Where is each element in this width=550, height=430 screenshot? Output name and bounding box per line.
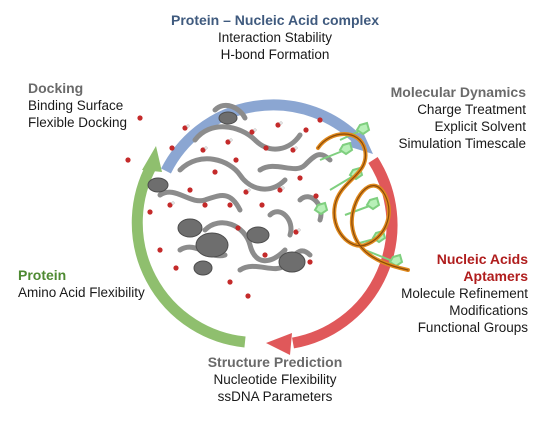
aptamer-stage-label: Nucleic Acids Aptamers Molecule Refineme… [401,251,528,336]
md-stage-item: Explicit Solvent [434,119,526,134]
green-cycle-arc [131,162,246,348]
structure-prediction-stage-label: Structure Prediction Nucleotide Flexibil… [0,354,550,405]
docking-stage-label: Docking Binding Surface Flexible Docking [28,80,127,131]
complex-stage-label: Protein – Nucleic Acid complex Interacti… [0,12,550,63]
aptamer-stage-title-line: Aptamers [463,268,528,284]
md-stage-label: Molecular Dynamics Charge Treatment Expl… [391,84,526,152]
complex-stage-item: H-bond Formation [220,47,330,62]
protein-stage-item: Amino Acid Flexibility [18,285,145,300]
blue-cycle-arc [161,99,363,174]
aptamer-stage-item: Functional Groups [417,320,528,335]
aptamer-stage-item: Molecule Refinement [401,286,528,301]
red-arc-arrowhead [266,333,292,355]
docking-stage-item: Binding Surface [28,98,124,113]
md-stage-item: Charge Treatment [417,102,526,117]
red-cycle-arc [292,157,398,349]
aptamer-stage-title-line: Nucleic Acids [436,251,528,267]
complex-stage-title: Protein – Nucleic Acid complex [171,12,379,28]
docking-stage-item: Flexible Docking [28,115,128,130]
aptamer-backbone-inner [317,133,409,271]
md-stage-item: Simulation Timescale [398,136,526,151]
protein-stage-label: Protein Amino Acid Flexibility [18,267,145,301]
protein-helices [147,111,306,276]
water-molecules [125,115,323,299]
aptamer-bases [313,121,404,268]
structure-prediction-item: Nucleotide Flexibility [213,372,337,387]
green-arc-arrowhead [142,146,162,172]
complex-stage-item: Interaction Stability [217,30,333,45]
aptamer-stage-item: Modifications [449,303,528,318]
structure-prediction-title: Structure Prediction [207,354,343,370]
protein-stage-title: Protein [18,267,67,283]
structure-prediction-item: ssDNA Parameters [217,389,333,404]
water-hydrogens [171,121,301,232]
protein-structure [157,103,333,273]
docking-stage-title: Docking [28,80,84,96]
md-stage-title: Molecular Dynamics [390,84,526,100]
